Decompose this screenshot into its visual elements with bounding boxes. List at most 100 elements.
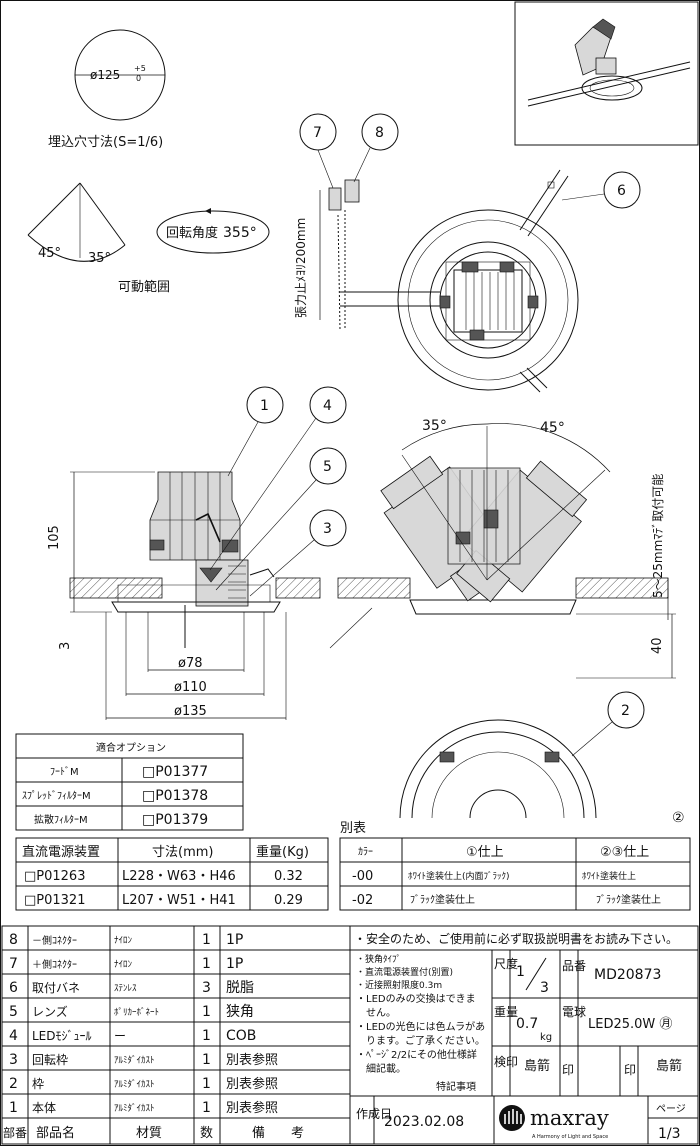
brand-tagline: A Harmony of Light and Space: [532, 1134, 608, 1140]
dim-height: 105: [47, 525, 62, 550]
balloon-7: 7: [299, 113, 337, 189]
power-header: 寸法(mm): [152, 845, 213, 860]
stamp-label: 印: [562, 1063, 574, 1077]
movable-right-angle: 35°: [88, 251, 111, 266]
svg-text:脱脂: 脱脂: [226, 980, 254, 996]
svg-text:1: 1: [9, 1100, 18, 1116]
power-supply-table: 直流電源装置 寸法(mm) 重量(Kg) □P01263 L228・W63・H4…: [15, 837, 329, 911]
note-line: ・近接照射限度0.3m: [356, 979, 442, 991]
maxray-logo-icon: [499, 1105, 525, 1131]
movable-range-view: 45° 35° 可動範囲: [27, 182, 170, 295]
svg-text:1: 1: [260, 398, 269, 414]
svg-text:ｱﾙﾐﾀﾞｲｶｽﾄ: ｱﾙﾐﾀﾞｲｶｽﾄ: [114, 1055, 155, 1066]
stamp-label-2: 印: [624, 1063, 636, 1077]
svg-text:1: 1: [202, 932, 211, 948]
svg-text:別表参照: 別表参照: [226, 1052, 278, 1068]
svg-text:7: 7: [9, 956, 18, 972]
svg-text:LEDﾓｼﾞｭｰﾙ: LEDﾓｼﾞｭｰﾙ: [32, 1029, 92, 1043]
option-code: □P01378: [142, 788, 208, 804]
power-header: 重量(Kg): [256, 844, 309, 860]
safety-note: ・安全のため、ご使用前に必ず取扱説明書をお読み下さい。: [354, 931, 678, 946]
svg-text:枠: 枠: [32, 1077, 44, 1091]
power-cell: 0.32: [274, 869, 303, 884]
svg-text:材質: 材質: [136, 1126, 162, 1141]
finish-cell: ﾌﾞﾗｯｸ塗装仕上: [410, 893, 475, 906]
balloon-8: 8: [353, 113, 399, 183]
dim-d78: ø78: [178, 656, 203, 671]
svg-text:ｱﾙﾐﾀﾞｲｶｽﾄ: ｱﾙﾐﾀﾞｲｶｽﾄ: [114, 1103, 155, 1114]
finish-cell: ﾎﾜｲﾄ塗装仕上: [582, 870, 636, 882]
svg-text:2: 2: [9, 1076, 18, 1092]
dim-ceiling-range: 5～25mmﾏﾃﾞ取付可能: [651, 474, 665, 598]
svg-text:別表参照: 別表参照: [226, 1076, 278, 1092]
option-code: □P01377: [142, 764, 208, 780]
dim-flange: 3: [58, 642, 73, 650]
svg-text:4: 4: [9, 1028, 18, 1044]
dim-tilt-left: 35°: [422, 418, 447, 434]
parts-row: 4 LEDﾓｼﾞｭｰﾙ ー 1 COB: [9, 1028, 256, 1044]
rotation-label: 回転角度 355°: [156, 208, 270, 254]
finish-header: ②③仕上: [600, 845, 649, 860]
parts-row: 5 レンズ ﾎﾟﾘｶｰﾎﾞﾈｰﾄ 1 狭角: [9, 1004, 254, 1020]
svg-text:2: 2: [621, 703, 630, 719]
scale-label-1: 尺度: [494, 956, 518, 971]
svg-text:3: 3: [9, 1052, 18, 1068]
power-cell: □P01321: [24, 893, 85, 908]
cutout-caption: 埋込穴寸法(S=1/6): [48, 135, 163, 150]
svg-text:6: 6: [617, 183, 626, 199]
svg-text:レンズ: レンズ: [32, 1004, 68, 1019]
parts-row: 7 ＋側ｺﾈｸﾀｰ ﾅｲﾛﾝ 1 1P: [9, 956, 243, 972]
svg-text:回転枠: 回転枠: [32, 1053, 68, 1067]
scale-den: 3: [540, 980, 549, 996]
power-cell: L207・W51・H41: [122, 893, 236, 908]
svg-text:部番: 部番: [3, 1125, 27, 1140]
svg-text:7: 7: [313, 125, 322, 141]
parts-row: 6 取付バネ ｽﾃﾝﾚｽ 3 脱脂: [9, 980, 254, 996]
dim-tilt-right: 45°: [540, 420, 565, 436]
weight-label: 重量: [494, 1005, 518, 1019]
svg-text:－側ｺﾈｸﾀｰ: －側ｺﾈｸﾀｰ: [32, 934, 77, 947]
note-line: ・ﾍﾟｰｼﾞ2/2にその他仕様詳: [356, 1048, 477, 1061]
finish-header: ①仕上: [466, 845, 504, 860]
options-table: 適合オプション ﾌｰﾄﾞM □P01377 ｽﾌﾟﾚｯﾄﾞﾌｨﾙﾀｰM □P01…: [15, 733, 244, 831]
svg-text:ﾎﾟﾘｶｰﾎﾞﾈｰﾄ: ﾎﾟﾘｶｰﾎﾞﾈｰﾄ: [114, 1007, 159, 1018]
top-view: 張力止ﾒﾖﾘ200mm: [294, 169, 579, 393]
note-line: ・LEDのみの交換はできま: [356, 992, 476, 1005]
movable-caption: 可動範囲: [118, 280, 170, 295]
balloon-2: 2: [571, 691, 645, 757]
inspect-label: 検印: [494, 1055, 518, 1069]
title-block: ・安全のため、ご使用前に必ず取扱説明書をお読み下さい。 ・狭角ﾀｲﾌﾟ ・直流電…: [349, 925, 699, 1145]
dim-d135: ø135: [174, 704, 207, 719]
weight-value: 0.7: [516, 1016, 538, 1032]
finish-cell: -02: [352, 893, 373, 908]
perspective-inset: [514, 1, 699, 146]
svg-text:ﾅｲﾛﾝ: ﾅｲﾛﾝ: [114, 935, 133, 946]
inspector-name: 島箭: [524, 1058, 550, 1074]
parts-list: 8 －側ｺﾈｸﾀｰ ﾅｲﾛﾝ 1 1P 7 ＋側ｺﾈｸﾀｰ ﾅｲﾛﾝ 1 1P …: [1, 925, 351, 1145]
note-line: せん。: [356, 1007, 396, 1019]
svg-text:狭角: 狭角: [226, 1004, 254, 1020]
finish-cell: -00: [352, 869, 373, 884]
option-name: ﾌｰﾄﾞM: [50, 766, 79, 778]
svg-text:1: 1: [202, 1076, 211, 1092]
notes-caption: 特記事項: [436, 1080, 476, 1093]
option-name: 拡散ﾌｨﾙﾀｰM: [34, 813, 88, 826]
note-line: 細記載。: [356, 1062, 406, 1075]
svg-text:備 考: 備 考: [252, 1125, 304, 1141]
parts-row: 2 枠 ｱﾙﾐﾀﾞｲｶｽﾄ 1 別表参照: [9, 1076, 278, 1092]
balloon-5: 5: [215, 447, 347, 591]
rotation-label-text: 回転角度: [166, 225, 218, 241]
svg-text:5: 5: [9, 1004, 18, 1020]
tilt-view: 35° 45° 5～25mmﾏﾃﾞ取付可能 40: [329, 418, 676, 679]
svg-text:ー: ー: [114, 1029, 126, 1043]
svg-text:1P: 1P: [226, 932, 243, 948]
svg-text:1: 1: [202, 1028, 211, 1044]
svg-text:1: 1: [202, 1004, 211, 1020]
balloon-6: 6: [561, 171, 641, 209]
designer-name: 島箭: [656, 1058, 682, 1074]
created-label: 作成日: [356, 1107, 392, 1121]
svg-text:1: 1: [202, 1100, 211, 1116]
svg-text:8: 8: [375, 125, 384, 141]
power-cell: 0.29: [274, 893, 303, 908]
